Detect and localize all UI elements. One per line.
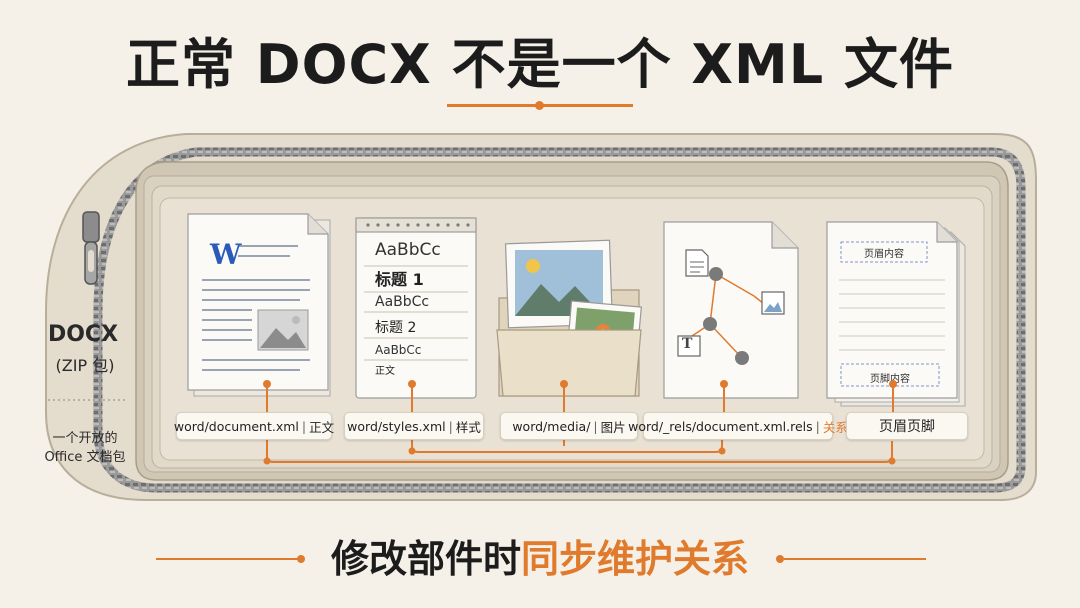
style-heading-1: 标题 1 [375,270,424,289]
style-sample-3: AaBbCc [375,343,422,357]
media-folder-label: word/media/ | 图片 [500,412,638,440]
document-xml-path: word/document.xml [173,418,299,434]
document-card [187,213,331,397]
document-xml-name: 正文 [309,419,335,435]
header-footer-label: 页眉页脚 [846,412,968,440]
style-sample-1: AaBbCc [375,240,441,260]
label-separator: | [301,418,307,434]
media-folder-path: word/media/ [512,418,591,434]
media-folder-name: 图片 [600,419,626,435]
style-heading-2: 标题 2 [375,320,417,336]
label-separator: | [593,418,598,434]
header-content: 页眉内容 [864,249,904,260]
title-underline [447,101,633,110]
styles-xml-name: 样式 [455,419,481,435]
media-card [496,239,642,397]
label-separator: | [448,418,453,434]
style-sample-2: AaBbCc [375,294,430,310]
rels-label: word/_rels/document.xml.rels | 关系 [628,412,848,440]
package-desc-line1: 一个开放的 [52,431,118,446]
tagline-highlight: 同步维护关系 [521,537,750,581]
zip-label: (ZIP 包) [55,356,115,375]
header-footer-name: 页眉页脚 [879,419,935,435]
docx-label: DOCX [47,322,119,347]
text-box-icon: T [682,336,693,352]
styles-xml-label: word/styles.xml | 样式 [344,412,484,440]
tagline-dot-right [776,555,784,563]
label-separator: | [815,418,820,434]
rels-name: 关系 [822,419,848,435]
rels-path: word/_rels/document.xml.rels [628,418,813,434]
tagline-prefix: 修改部件时 [330,537,521,581]
footer-content: 页脚内容 [870,374,910,385]
tagline-rule-left [156,558,298,560]
styles-xml-path: word/styles.xml [347,418,446,434]
package-desc-line2: Office 文档包 [44,450,126,465]
bottom-tagline: 修改部件时同步维护关系 [0,528,1080,583]
tagline-rule-right [784,558,926,560]
header-footer-card [826,221,966,407]
word-logo: W [210,238,242,271]
relationships-card [663,221,799,399]
page-title: 正常 DOCX 不是一个 XML 文件 [126,33,954,96]
style-body: 正文 [375,366,395,377]
document-xml-label: word/document.xml | 正文 [173,412,335,440]
styles-card [355,217,477,399]
tagline-dot-left [297,555,305,563]
